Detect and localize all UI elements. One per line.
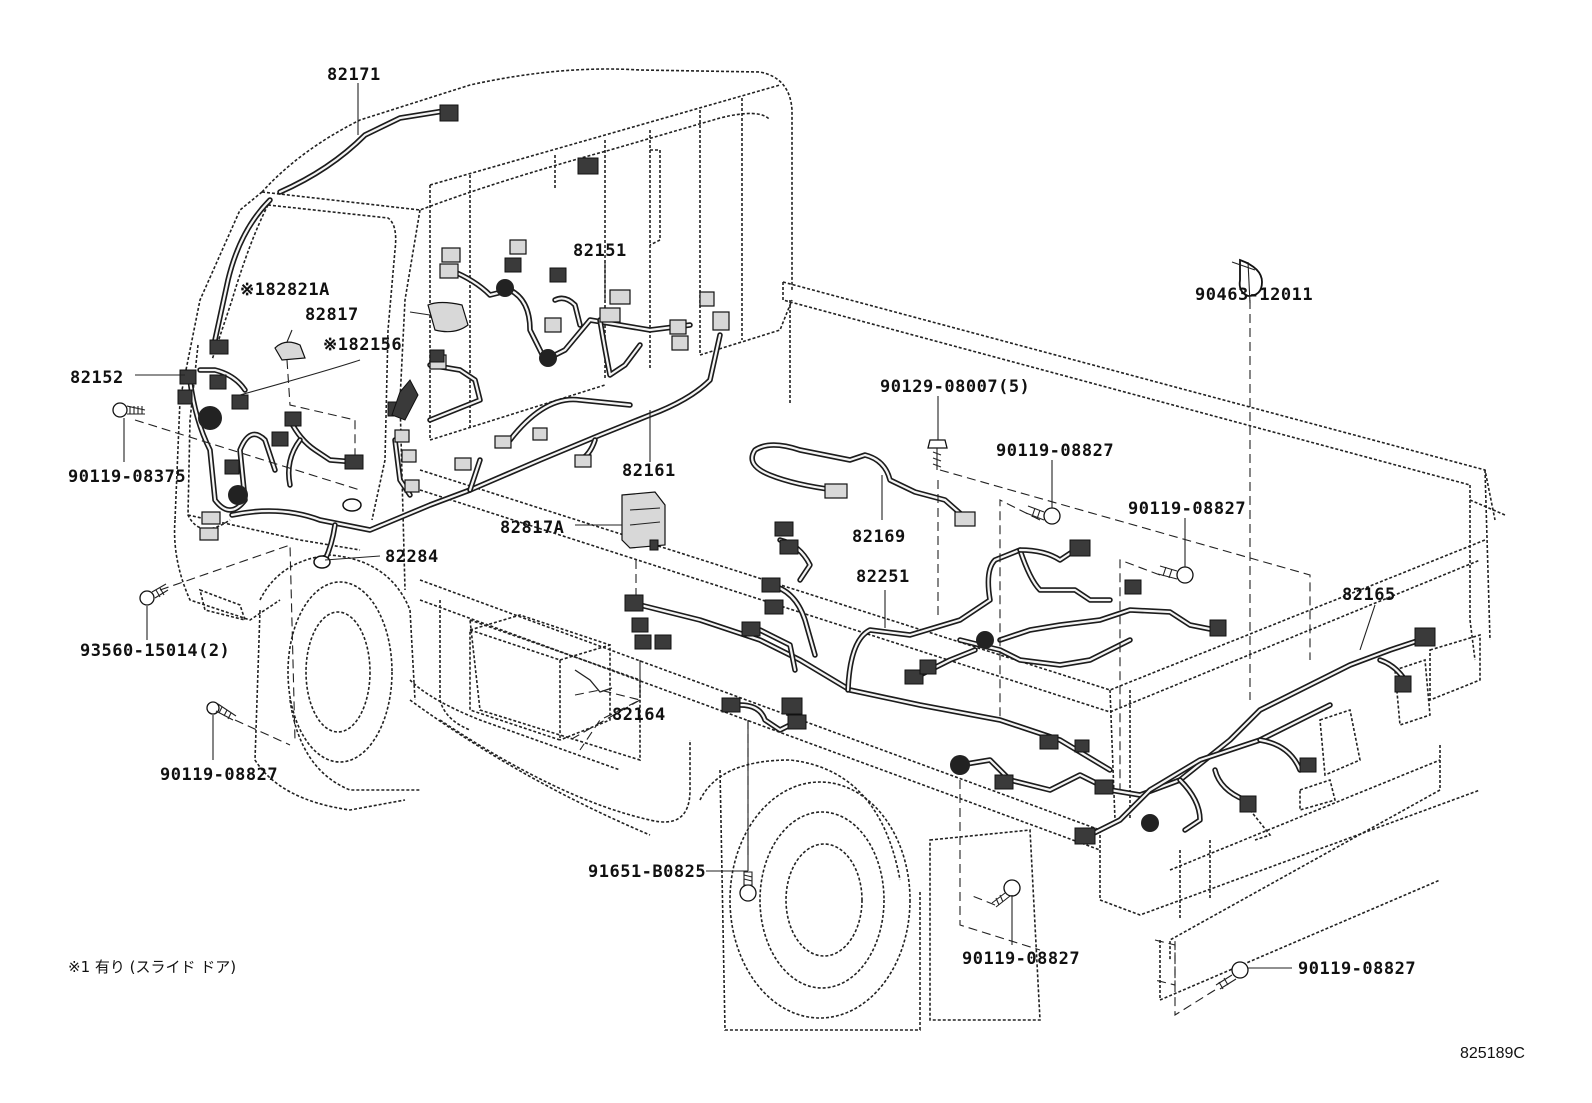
clamp-90463-12011 [1231, 258, 1263, 297]
harness-82156 [271, 341, 364, 488]
harness-82165 [950, 627, 1436, 845]
bolt-90119-08827-right [1215, 961, 1249, 990]
leader-lines [123, 83, 1376, 969]
diagram-code: 825189C [1460, 1045, 1525, 1062]
label-82169: 82169 [852, 527, 906, 547]
harness-82171 [212, 104, 459, 343]
bolt-90119-08827-left [206, 701, 237, 721]
bolt-93560-15014 [139, 583, 169, 606]
label-82251: 82251 [856, 567, 910, 587]
label-90119-08375: 90119-08375 [68, 467, 186, 487]
relay-82817A [621, 491, 666, 551]
label-82171: 82171 [327, 65, 381, 85]
bolt-90119-08827-bottom [991, 879, 1021, 908]
part-labels: 82171 ※182821A 82817 ※182156 82152 90119… [68, 65, 1416, 979]
label-82151: 82151 [573, 241, 627, 261]
label-82284: 82284 [385, 547, 439, 567]
harness-82152 [177, 339, 278, 541]
harness-82151 [387, 157, 715, 423]
label-90119-08827-bottom: 90119-08827 [962, 949, 1080, 969]
label-82821A: ※182821A [240, 280, 330, 300]
footnote: ※1 有り (スライド ドア) [68, 958, 236, 976]
label-91651-B0825: 91651-B0825 [588, 862, 706, 882]
label-82817A: 82817A [500, 518, 564, 538]
harness-82284 [313, 498, 362, 569]
harness-82161 [229, 311, 730, 533]
clip-90129-08007 [927, 439, 948, 470]
label-93560-15014: 93560-15014(2) [80, 641, 230, 661]
label-82165: 82165 [1342, 585, 1396, 605]
battery-outline [469, 614, 613, 742]
bolt-90119-08827-mid2 [1157, 565, 1194, 584]
bolt-90119-08827-mid1 [1025, 505, 1061, 525]
label-82161: 82161 [622, 461, 676, 481]
label-90463-12011: 90463-12011 [1195, 285, 1313, 305]
bolt-90119-08375 [112, 402, 146, 418]
label-82164: 82164 [612, 705, 666, 725]
label-82152: 82152 [70, 368, 124, 388]
harness-82251 [845, 539, 1227, 753]
label-82156: ※182156 [323, 335, 402, 355]
label-82817: 82817 [305, 305, 359, 325]
harness-82169 [749, 442, 976, 527]
label-90119-08827-mid1: 90119-08827 [996, 441, 1114, 461]
label-90129-08007: 90129-08007(5) [880, 377, 1030, 397]
truck-outline [173, 68, 1506, 1031]
label-90119-08827-left: 90119-08827 [160, 765, 278, 785]
bolt-91651-B0825 [739, 871, 757, 902]
harness-82164 [624, 521, 1113, 773]
label-90119-08827-right: 90119-08827 [1298, 959, 1416, 979]
label-90119-08827-mid2: 90119-08827 [1128, 499, 1246, 519]
reference-lines [134, 300, 1311, 1016]
